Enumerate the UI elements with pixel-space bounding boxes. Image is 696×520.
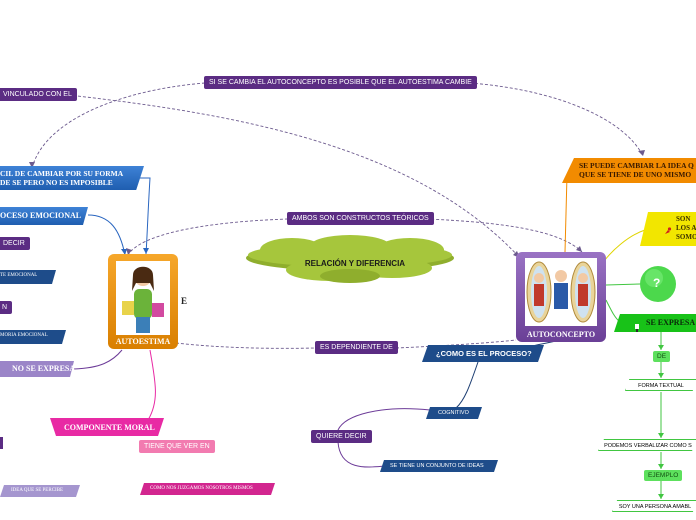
link-blue-change <box>140 177 151 255</box>
autoestima-title: AUTOESTIMA <box>115 337 171 346</box>
ejemplo-tag[interactable]: EJEMPLO <box>644 470 683 481</box>
tiene-que-ver-tag[interactable]: TIENE QUE VER EN <box>139 440 215 453</box>
autoconcepto-image <box>525 258 597 326</box>
yellow-banner-icon <box>664 222 672 234</box>
componente-moral-shape <box>50 418 164 436</box>
banner-proceso-emocional[interactable]: OCESO EMOCIONAL <box>0 207 88 225</box>
proceso-shape <box>422 345 544 362</box>
banner-change-form[interactable]: CIL DE CAMBIAR POR SU FORMA DE SE PERO N… <box>0 166 144 190</box>
link-label-vinculado[interactable]: VINCULADO CON EL <box>0 88 77 101</box>
link-label-autoconcepto-change[interactable]: SI SE CAMBIA EL AUTOCONCEPTO ES POSIBLE … <box>204 76 477 89</box>
link-label-depends[interactable]: ES DEPENDIENTE DE <box>315 341 398 354</box>
central-cloud <box>246 235 454 283</box>
yellow-banner-label[interactable]: SON LOS A SOMO <box>676 215 696 241</box>
link-label-both-constructs[interactable]: AMBOS SON CONSTRUCTOS TEÓRICOS <box>287 212 434 225</box>
autoconcepto-title: AUTOCONCEPTO <box>526 330 596 339</box>
soy-persona-box[interactable]: SOY UNA PERSONA AMABL <box>612 500 696 512</box>
left-tag-idea-shape <box>0 485 80 497</box>
left-tag-memoria-shape <box>0 330 66 344</box>
se-expresa-label[interactable]: SE EXPRESA <box>646 318 696 327</box>
conjunto-ideas-label[interactable]: SE TIENE UN CONJUNTO DE IDEAS <box>390 463 484 469</box>
link-blue-process <box>87 214 126 256</box>
left-tag-emocional-shape <box>0 270 56 284</box>
link-pink-moral <box>147 349 156 421</box>
proceso-question-label[interactable]: ¿COMO ES EL PROCESO? <box>436 349 532 358</box>
orange-banner-label[interactable]: SE PUEDE CAMBIAR LA IDEA Q QUE SE TIENE … <box>579 161 694 179</box>
link-purple-quiere <box>337 408 431 431</box>
idea-percibe-label[interactable]: IDEA QUE SE PERCIBE <box>11 488 64 493</box>
cognitivo-label[interactable]: COGNITIVO <box>438 410 469 416</box>
no-se-expresa-label[interactable]: NO SE EXPRESA <box>12 364 76 373</box>
left-tag-memoria[interactable]: MORIA EMOCIONAL <box>0 333 48 338</box>
link-green-expresa <box>605 299 621 323</box>
autoconcepto-card[interactable]: AUTOCONCEPTO <box>516 252 606 342</box>
orange-banner-shape <box>562 158 696 183</box>
link-depends-left <box>175 342 316 349</box>
autoestima-card[interactable]: AUTOESTIMA <box>108 254 178 349</box>
podemos-verbalizar-box[interactable]: PODEMOS VERBALIZAR COMO S <box>598 439 696 451</box>
link-both-right <box>425 218 583 253</box>
como-nos-juzgamos-label[interactable]: COMO NOS JUZGAMOS NOSOTROS MISMOS <box>150 486 253 491</box>
link-top-right <box>469 82 644 157</box>
se-expresa-icon <box>633 319 641 332</box>
de-tag[interactable]: DE <box>653 351 671 362</box>
left-tag-emocional[interactable]: TE EMOCIONAL <box>0 273 38 278</box>
componente-moral-label[interactable]: COMPONENTE MORAL <box>64 423 155 432</box>
se-expresa-shape <box>614 314 696 332</box>
link-purple-noexpresa <box>73 349 123 370</box>
central-topic-label[interactable]: RELACIÓN Y DIFERENCIA <box>304 259 406 268</box>
link-purple-conjunto <box>337 441 386 468</box>
link-both-left <box>127 218 289 256</box>
link-top-left <box>31 82 206 169</box>
link-navy-cognitivo <box>455 361 479 409</box>
conjunto-ideas-shape <box>380 460 498 472</box>
left-tag-n[interactable]: N <box>0 301 13 314</box>
no-se-expresa-shape <box>0 361 74 377</box>
autoestima-image <box>116 261 170 335</box>
question-mark-label[interactable]: ? <box>653 276 661 290</box>
autoestima-side-letter: E <box>181 296 188 306</box>
link-orange <box>564 174 568 253</box>
link-vinculado <box>67 94 521 259</box>
cognitivo-shape <box>426 407 482 419</box>
link-green-question <box>605 283 641 286</box>
quiere-decir-tag[interactable]: QUIERE DECIR <box>311 430 372 443</box>
left-tag-como-shape <box>140 483 275 495</box>
left-tag-decir[interactable]: DECIR <box>0 237 30 250</box>
forma-textual-box[interactable]: FORMA TEXTUAL <box>625 379 696 391</box>
link-depends-right <box>395 339 517 349</box>
